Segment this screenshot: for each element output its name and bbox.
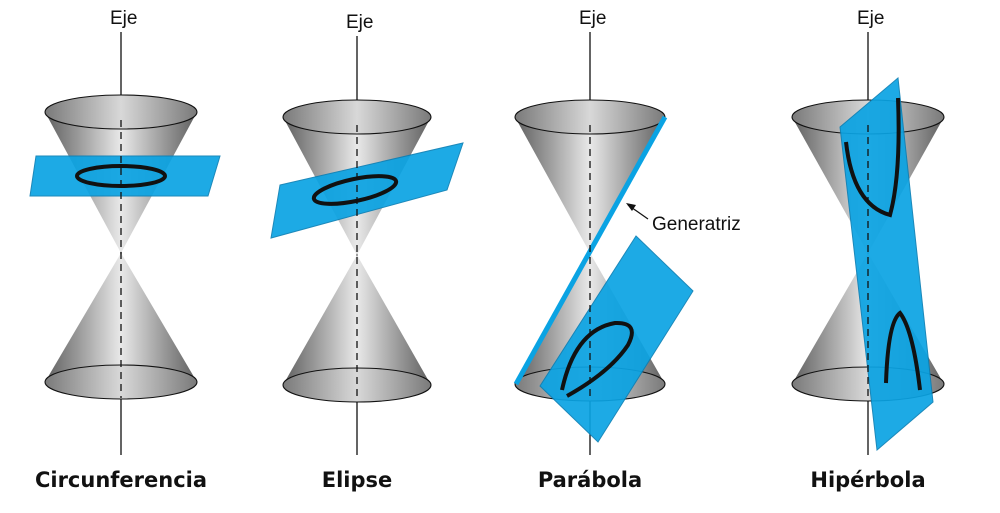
hyperbola-upper-branch: [844, 97, 901, 218]
pointer-arrowhead: [626, 203, 636, 211]
axis-label: Eje: [110, 8, 137, 29]
upper-cone-rim: [44, 94, 198, 130]
generatrix-label: Generatriz: [652, 214, 741, 235]
panel-title: Parábola: [538, 468, 642, 492]
panel-parabola: Generatriz Eje Parábola: [513, 8, 741, 492]
cutting-plane: [839, 77, 934, 451]
parabola-curve: [560, 320, 634, 398]
axis-label: Eje: [579, 8, 606, 29]
panel-title: Circunferencia: [35, 468, 207, 492]
hyperbola-lower-branch: [884, 310, 922, 391]
axis-label: Eje: [346, 12, 373, 33]
panel-title: Elipse: [322, 468, 393, 492]
panel-hiperbola: Eje Hipérbola: [791, 8, 945, 492]
axis-label: Eje: [857, 8, 884, 29]
cutting-plane: [29, 155, 221, 197]
upper-cone-rim: [282, 99, 432, 135]
lower-cone-base: [282, 367, 432, 403]
panel-title: Hipérbola: [810, 468, 925, 492]
cutting-plane: [270, 142, 464, 239]
panel-elipse: Eje Elipse: [270, 12, 464, 492]
lower-cone-base: [44, 364, 198, 400]
panel-circunferencia: Eje Circunferencia: [29, 8, 221, 492]
